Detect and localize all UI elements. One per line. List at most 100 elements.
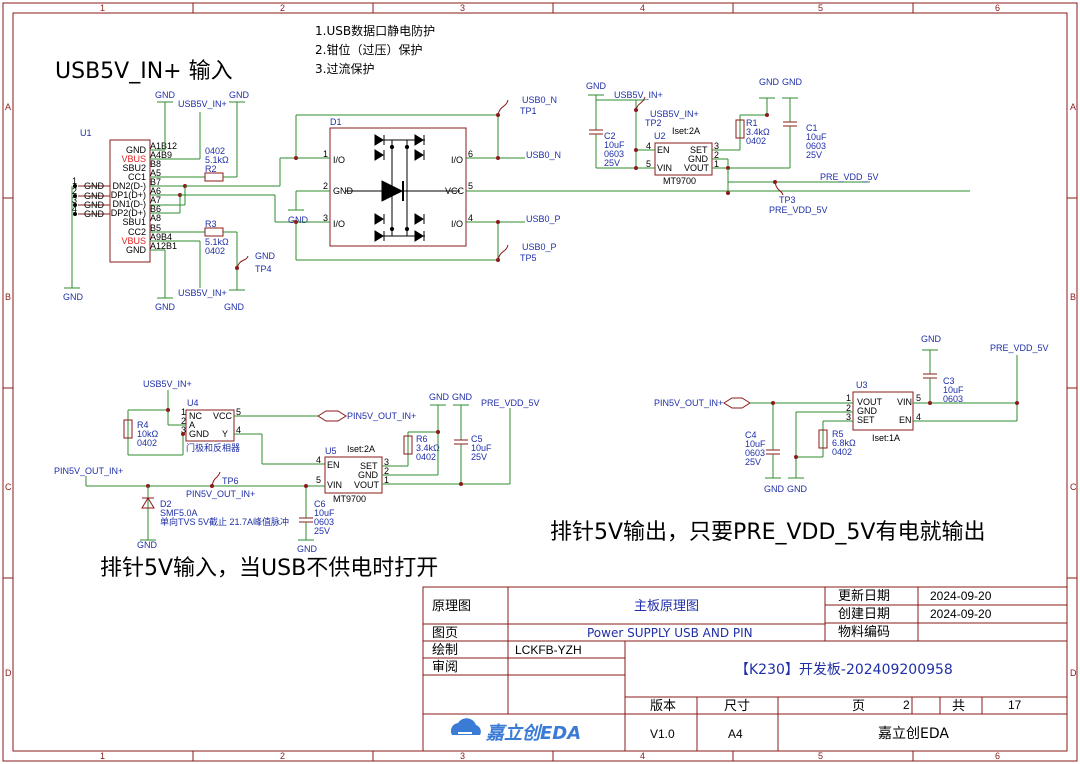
jlc-eda-logo: 嘉立创EDA — [450, 718, 581, 744]
c5-ref: C5 — [471, 434, 483, 444]
u5-part: MT9700 — [333, 494, 366, 504]
u1-pin-b8: B8 — [150, 159, 161, 169]
r3-pkg: 0402 — [205, 246, 225, 256]
c3-val: 10uF — [943, 385, 964, 395]
c2-ref: C2 — [604, 131, 616, 141]
c4-gnd: GND — [764, 484, 785, 494]
d2-part: SMF5.0A — [160, 508, 198, 518]
c4-v: 25V — [745, 457, 761, 467]
tp4-gnd: GND — [255, 251, 276, 261]
d1-gnd: GND — [333, 186, 354, 196]
tb-update-label: 更新日期 — [838, 588, 890, 604]
tp6-label: TP6 — [222, 476, 239, 486]
u4-pin-1: 1 — [181, 407, 186, 417]
u5-pin-1: 1 — [384, 475, 389, 485]
r3-ref: R3 — [205, 219, 217, 229]
tb-sch-value: 主板原理图 — [634, 599, 699, 614]
u1-pin-a4b9: A4B9 — [150, 150, 172, 160]
col-6: 6 — [995, 3, 1000, 13]
pin5v-in-net: PIN5V_OUT_IN+ — [54, 466, 123, 476]
u3-pre-vdd: PRE_VDD_5V — [990, 343, 1049, 353]
u1-pin-a6: A6 — [150, 186, 161, 196]
u5-ref: U5 — [325, 446, 337, 456]
col-2-bottom: 2 — [280, 751, 285, 761]
note-line-1: 1.USB数据口静电防护 — [315, 23, 435, 38]
c6-v: 25V — [314, 526, 330, 536]
r4-val: 10kΩ — [137, 429, 159, 439]
u1-pin-a5: A5 — [150, 168, 161, 178]
tb-version-label: 版本 — [650, 699, 676, 714]
u1-pin-a8: A8 — [150, 213, 161, 223]
u4-usb5v: USB5V_IN+ — [143, 379, 192, 389]
u3-gnd: GND — [857, 406, 878, 416]
u3-pin-5: 5 — [916, 393, 921, 403]
u1-pin-a1b12: A1B12 — [150, 141, 177, 151]
u5-pin-3: 3 — [384, 457, 389, 467]
d1-esd-array: D1 I/O GND I/O I/O VCC I/O 1 2 3 6 5 4 — [288, 95, 970, 263]
u2-pin-4: 4 — [646, 141, 651, 151]
gnd-label-2: GND — [229, 90, 250, 100]
u4-nc: NC — [189, 411, 202, 421]
c6-gnd: GND — [297, 544, 318, 554]
pin-output-note: 排针5V输出，只要PRE_VDD_5V有电就输出 — [550, 520, 985, 545]
tp5-label: TP5 — [520, 253, 537, 263]
c6-ref: C6 — [314, 499, 326, 509]
usb0n-net: USB0_N — [526, 150, 561, 160]
gnd-label-1: GND — [155, 90, 176, 100]
u1-wiring: GND GND USB5V_IN+ GND 0402 5.1kΩ R2 — [63, 90, 330, 312]
d1-internal-diodes — [345, 134, 460, 242]
tb-drawn-value: LCKFB-YZH — [515, 643, 582, 657]
tp4-label: TP4 — [255, 264, 272, 274]
u4-part: 门极和反相器 — [186, 442, 240, 453]
u3-pin-4: 4 — [916, 412, 921, 422]
d1-pin-2: 2 — [323, 181, 328, 191]
d1-io-6: I/O — [451, 155, 463, 165]
c1-ref: C1 — [806, 123, 818, 133]
r1-val: 3.4kΩ — [746, 127, 770, 137]
u3-vout: VOUT — [857, 397, 883, 407]
r6-val: 3.4kΩ — [416, 443, 440, 453]
u2-vout: VOUT — [684, 163, 710, 173]
c2-val: 10uF — [604, 140, 625, 150]
u1-pin-3: 3 — [72, 195, 77, 205]
r4-pkg: 0402 — [137, 438, 157, 448]
u4-y: Y — [222, 429, 228, 439]
u5-vin: VIN — [327, 480, 342, 490]
u2-vin: VIN — [657, 163, 672, 173]
u1-pin-1: 1 — [72, 176, 77, 186]
u1-pin-label-2: SBU2 — [122, 163, 146, 173]
u5-vout: VOUT — [354, 480, 380, 490]
u4-ref: U4 — [187, 398, 199, 408]
d1-pin-5: 5 — [468, 181, 473, 191]
c3-pkg: 0603 — [943, 394, 963, 404]
u5-mt9700: U5 Iset:2A MT9700 EN VIN SET GND VOUT 4 … — [54, 392, 540, 554]
u2-pin-5: 5 — [646, 159, 651, 169]
tb-pagenum-label: 页 — [852, 699, 865, 714]
u3-set: SET — [857, 415, 875, 425]
c2-v: 25V — [604, 158, 620, 168]
gnd-label-d1: GND — [288, 215, 309, 225]
usb5v-label-2: USB5V_IN+ — [178, 288, 227, 298]
u1-pin-label-8: SBU1 — [122, 217, 146, 227]
u1-pin-label-1: VBUS — [121, 154, 146, 164]
col-5-bottom: 5 — [818, 751, 823, 761]
u3-vin: VIN — [897, 397, 912, 407]
c2-gnd: GND — [586, 81, 607, 91]
row-d: D — [5, 668, 12, 678]
u2-ref: U2 — [654, 131, 666, 141]
u3-pin-2: 2 — [846, 403, 851, 413]
tb-review-label: 审阅 — [432, 660, 458, 675]
d1-pin-1: 1 — [323, 149, 328, 159]
u2-iset: Iset:2A — [672, 126, 700, 136]
c1-v: 25V — [806, 150, 822, 160]
u4-pin-3: 3 — [181, 425, 186, 435]
row-c: C — [5, 482, 12, 492]
tb-total: 17 — [1008, 698, 1022, 712]
row-a: A — [5, 102, 11, 112]
usb-input-title: USB5V_IN+ 输入 — [55, 59, 233, 84]
u1-pin-label-0: GND — [126, 145, 147, 155]
u1-pin-label-7: DP2(D+) — [111, 208, 146, 218]
col-2: 2 — [280, 3, 285, 13]
d1-pin-4: 4 — [468, 213, 473, 223]
